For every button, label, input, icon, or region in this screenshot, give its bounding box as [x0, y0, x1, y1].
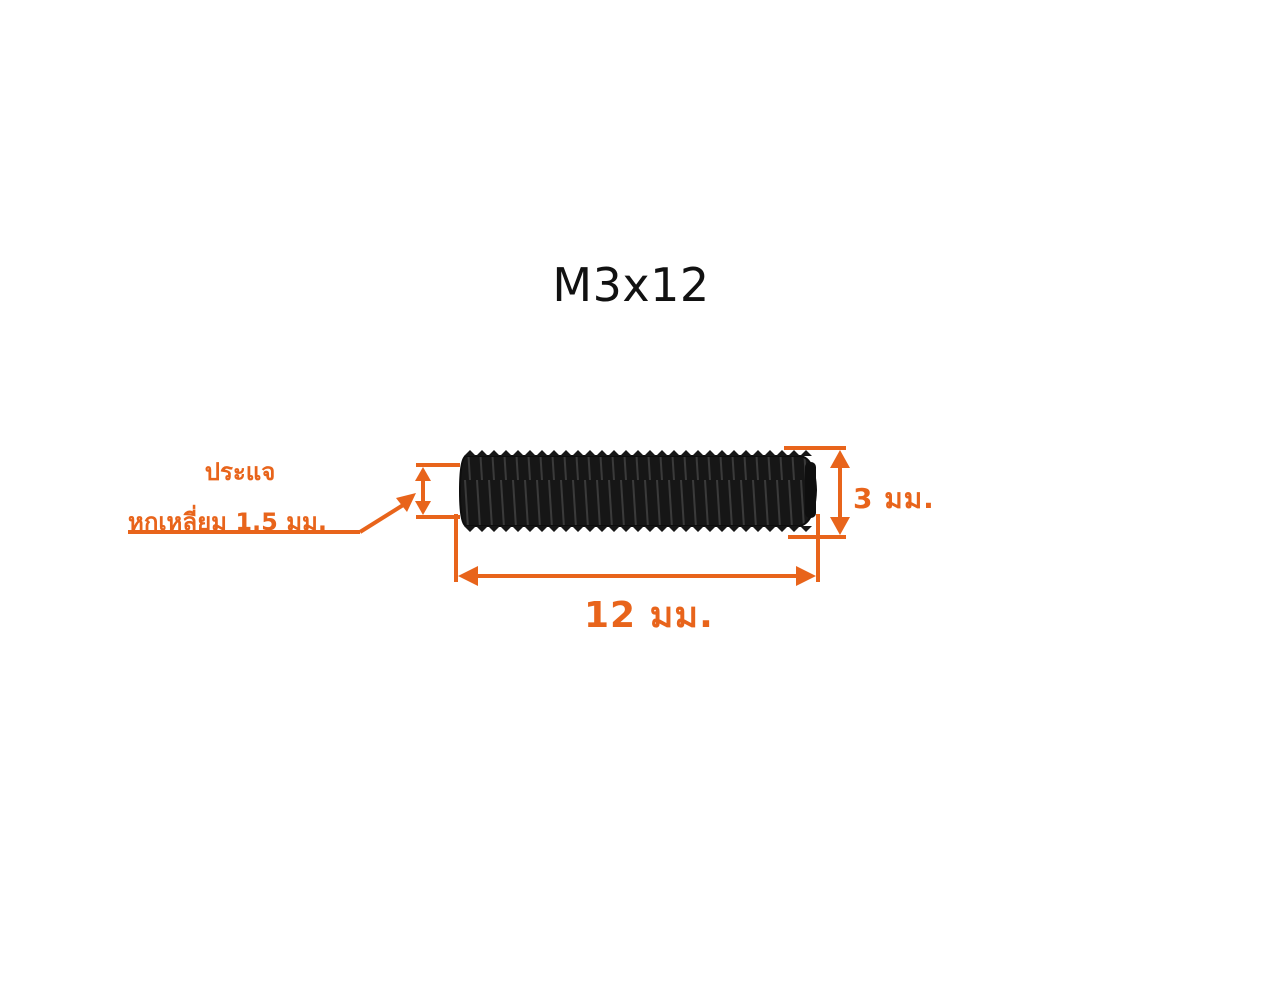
arrow-down-small-icon: [415, 501, 431, 515]
hex-key-label-line2: หกเหลี่ยม 1.5 มม.: [128, 508, 327, 536]
hex-key-label-line1: ประแจ: [204, 458, 276, 486]
arrow-down-icon: [830, 517, 850, 535]
diameter-label: 3 มม.: [853, 482, 935, 515]
leader-arrow-icon: [396, 493, 416, 512]
hex-key-dimension: [128, 463, 460, 534]
set-screw-image: [458, 450, 818, 532]
arrow-left-icon: [458, 566, 478, 586]
product-title: M3x12: [552, 258, 710, 312]
diameter-dimension: [784, 446, 850, 539]
arrow-up-small-icon: [415, 467, 431, 481]
arrow-right-icon: [796, 566, 816, 586]
length-dimension: [454, 514, 820, 586]
arrow-up-icon: [830, 450, 850, 468]
length-label: 12 มม.: [584, 595, 714, 636]
